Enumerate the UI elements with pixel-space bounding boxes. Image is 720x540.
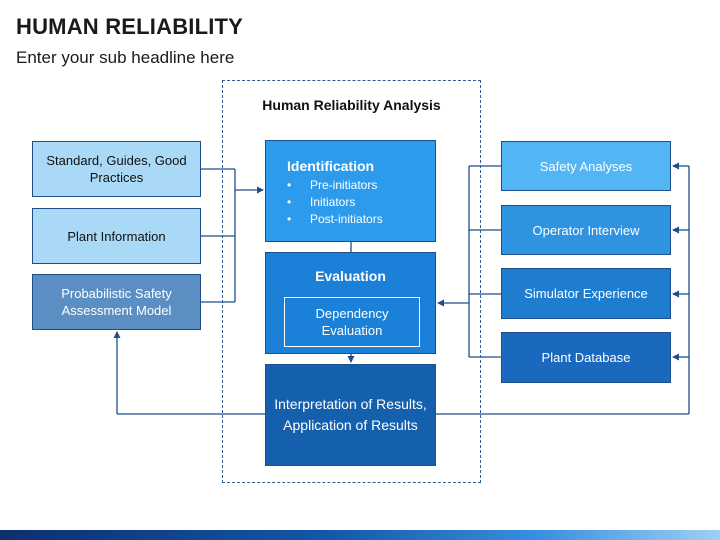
evaluation-box: Evaluation Dependency Evaluation [265,252,436,354]
source-operator-interview-box: Operator Interview [501,205,671,255]
input-plant-info-box: Plant Information [32,208,201,264]
identification-title: Identification [287,158,375,174]
input-psa-model-box: Probabilistic Safety Assessment Model [32,274,201,330]
page-subtitle: Enter your sub headline here [16,48,235,67]
dependency-evaluation-label: Dependency Evaluation [315,306,389,338]
input-standards-box: Standard, Guides, Good Practices [32,141,201,197]
identification-item-initiators: Initiators [310,195,356,209]
identification-item-pre: Pre-initiators [310,178,378,192]
interpretation-box: Interpretation of Results, Application o… [265,364,436,466]
list-item: •Pre-initiators [287,178,378,192]
identification-box: Identification •Pre-initiators •Initiato… [265,140,436,242]
dependency-evaluation-box: Dependency Evaluation [284,297,420,347]
source-simulator-experience-box: Simulator Experience [501,268,671,319]
page-title: HUMAN RELIABILITY [16,14,244,39]
list-item: •Post-initiators [287,212,383,226]
analysis-boundary [222,80,481,483]
evaluation-title: Evaluation [315,268,386,284]
source-plant-database-box: Plant Database [501,332,671,383]
analysis-title: Human Reliability Analysis [262,97,441,113]
source-safety-analyses-box: Safety Analyses [501,141,671,191]
footer-bar [0,530,720,540]
identification-item-post: Post-initiators [310,212,383,226]
identification-list: •Pre-initiators •Initiators •Post-initia… [287,177,435,228]
list-item: •Initiators [287,195,356,209]
